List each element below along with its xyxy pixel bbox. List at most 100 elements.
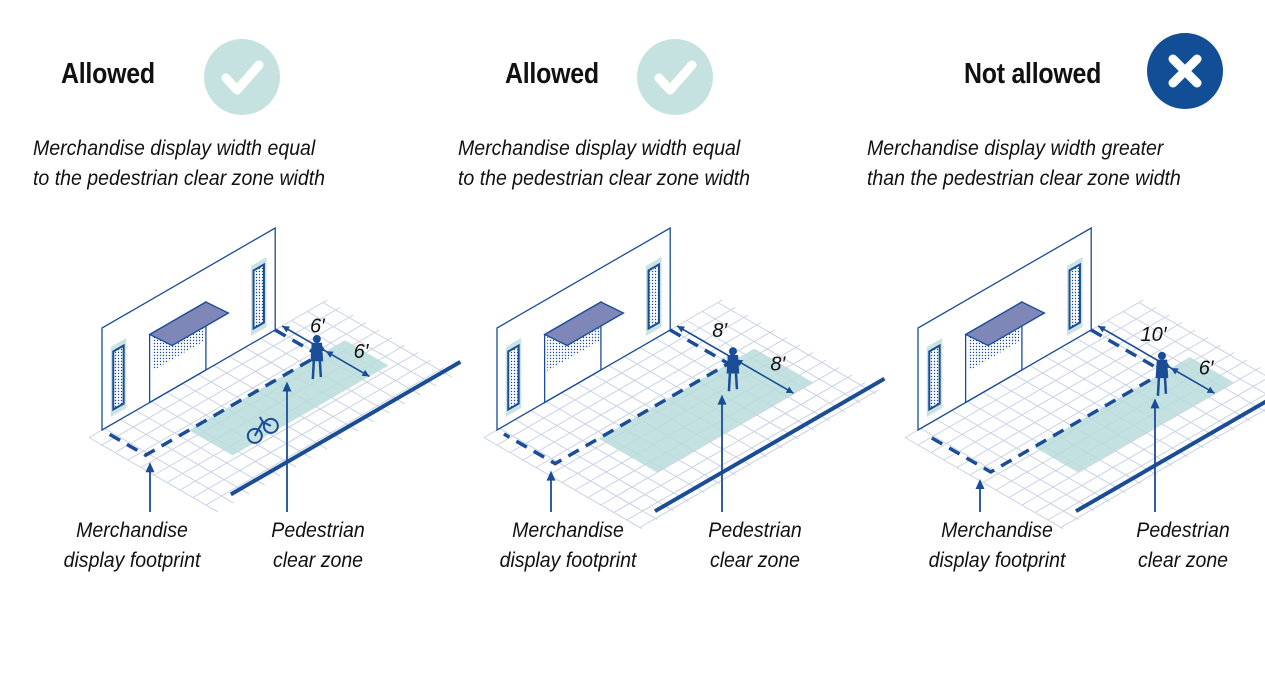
sidewalk-grid-line — [135, 410, 265, 486]
bicycle-icon — [246, 427, 263, 444]
panel-illustration: 10′ 6′ — [904, 226, 1265, 530]
arrowhead — [1098, 326, 1106, 333]
arrowhead — [282, 326, 290, 333]
description: Merchandise display width greater than th… — [867, 134, 1181, 194]
display-width-dimension-label: 10′ — [1141, 324, 1168, 346]
window — [507, 343, 520, 412]
description-line: Merchandise display width equal — [458, 137, 741, 160]
pedestrian-body — [1155, 359, 1169, 396]
sidewalk-grid-line — [626, 382, 866, 521]
display-width-dimension-label: 8′ — [712, 320, 728, 342]
window — [928, 343, 941, 412]
description-line: Merchandise display width equal — [33, 137, 316, 160]
curb-line — [229, 360, 462, 497]
sidewalk-grid-line — [639, 389, 879, 528]
sidewalk-grid-line — [119, 419, 250, 495]
sidewalk-grid-line — [88, 437, 219, 513]
sidewalk-grid-line — [496, 307, 736, 446]
x-icon — [1147, 33, 1223, 109]
sidewalk-grid-line — [104, 428, 234, 504]
arrowhead — [785, 386, 794, 394]
clear-zone-label: Pedestrian clear zone — [1081, 516, 1265, 576]
sidewalk-grid-line — [904, 437, 1064, 530]
sidewalk-grid-line — [101, 307, 341, 446]
sidewalk-grid-line — [192, 359, 432, 498]
bicycle-icon — [262, 417, 279, 434]
label-line: Pedestrian — [708, 519, 802, 542]
sidewalk-grid-line — [530, 410, 689, 503]
sidewalk-grid-line — [613, 374, 853, 513]
sidewalk-grid-line — [514, 419, 674, 512]
description-line: than the pedestrian clear zone width — [867, 167, 1181, 190]
sidewalk-grid-line — [917, 307, 1157, 446]
window — [252, 262, 265, 331]
arrowhead — [325, 351, 334, 358]
bicycle-frame — [253, 416, 272, 437]
label-line: clear zone — [272, 549, 364, 572]
panel-illustration: 8′ 8′ — [483, 226, 886, 530]
label-line: Merchandise — [512, 519, 624, 542]
sidewalk-grid-line — [1021, 367, 1261, 506]
display-width-dimension-label: 6′ — [310, 316, 326, 338]
description-line: Merchandise display width greater — [867, 137, 1164, 160]
awning — [148, 301, 230, 347]
clear-zone-dimension-label: 8′ — [770, 353, 786, 375]
label-line: clear zone — [1137, 549, 1229, 572]
curb-line — [653, 376, 886, 513]
clear-zone-pointer-arrow-head — [717, 394, 727, 405]
sidewalk-grid-line — [600, 367, 840, 506]
footprint-pointer-arrow-head — [546, 470, 556, 481]
pedestrian-clear-zone-area — [1034, 357, 1234, 473]
pedestrian-clear-zone-area — [598, 348, 813, 473]
sidewalk-grid-line — [701, 311, 861, 404]
merchandise-display-footprint — [503, 328, 732, 466]
arrowhead — [1170, 368, 1179, 375]
label-line: Pedestrian — [271, 519, 365, 542]
awning — [964, 301, 1046, 347]
clear-zone-dimension-line — [734, 358, 794, 394]
pedestrian-figure — [728, 347, 737, 356]
label-line: Merchandise — [76, 519, 188, 542]
merchandise-display-footprint — [108, 328, 323, 458]
pedestrian-figure — [1157, 351, 1166, 360]
pedestrian-figure — [312, 335, 321, 344]
description: Merchandise display width equal to the pe… — [33, 134, 325, 194]
sidewalk-grid-line — [956, 329, 1196, 468]
sidewalk-grid-line — [483, 437, 643, 530]
arrowhead — [361, 369, 370, 377]
status-title: Allowed — [61, 58, 155, 90]
panel-illustration: 6′6′ — [88, 226, 462, 513]
label-line: display footprint — [928, 549, 1066, 572]
sidewalk-grid-line — [1138, 302, 1265, 376]
sidewalk-grid-line — [509, 314, 749, 453]
sidewalk-grid-line — [1122, 311, 1265, 394]
status-title: Allowed — [505, 58, 599, 90]
description-line: to the pedestrian clear zone width — [33, 167, 326, 190]
label-line: display footprint — [63, 549, 201, 572]
sidewalk-grid-line — [1047, 394, 1265, 521]
sidewalk-grid-line — [322, 302, 452, 378]
sidewalk-grid-line — [943, 322, 1183, 461]
window — [647, 262, 660, 331]
clear-zone-label: Pedestrian clear zone — [216, 516, 421, 576]
footprint-pointer-arrow-head — [975, 479, 985, 489]
label-line: Pedestrian — [1136, 519, 1230, 542]
clear-zone-dimension-line — [325, 350, 370, 378]
sidewalk-grid-line — [951, 410, 1110, 503]
clear-zone-dimension-label: 6′ — [1199, 358, 1215, 380]
footprint-label: Merchandise display footprint — [30, 516, 235, 576]
sidewalk-grid-line — [205, 367, 445, 506]
check-icon — [204, 39, 280, 115]
sidewalk-grid-line — [935, 419, 1095, 512]
footprint-pointer-arrow-head — [145, 462, 155, 473]
sidewalk-grid-line — [306, 311, 437, 387]
awning — [543, 301, 625, 347]
sidewalk-grid-line — [930, 314, 1170, 453]
pedestrian-body — [310, 342, 324, 380]
display-width-dimension-line — [676, 325, 736, 361]
sidewalk-grid-line — [717, 302, 877, 395]
